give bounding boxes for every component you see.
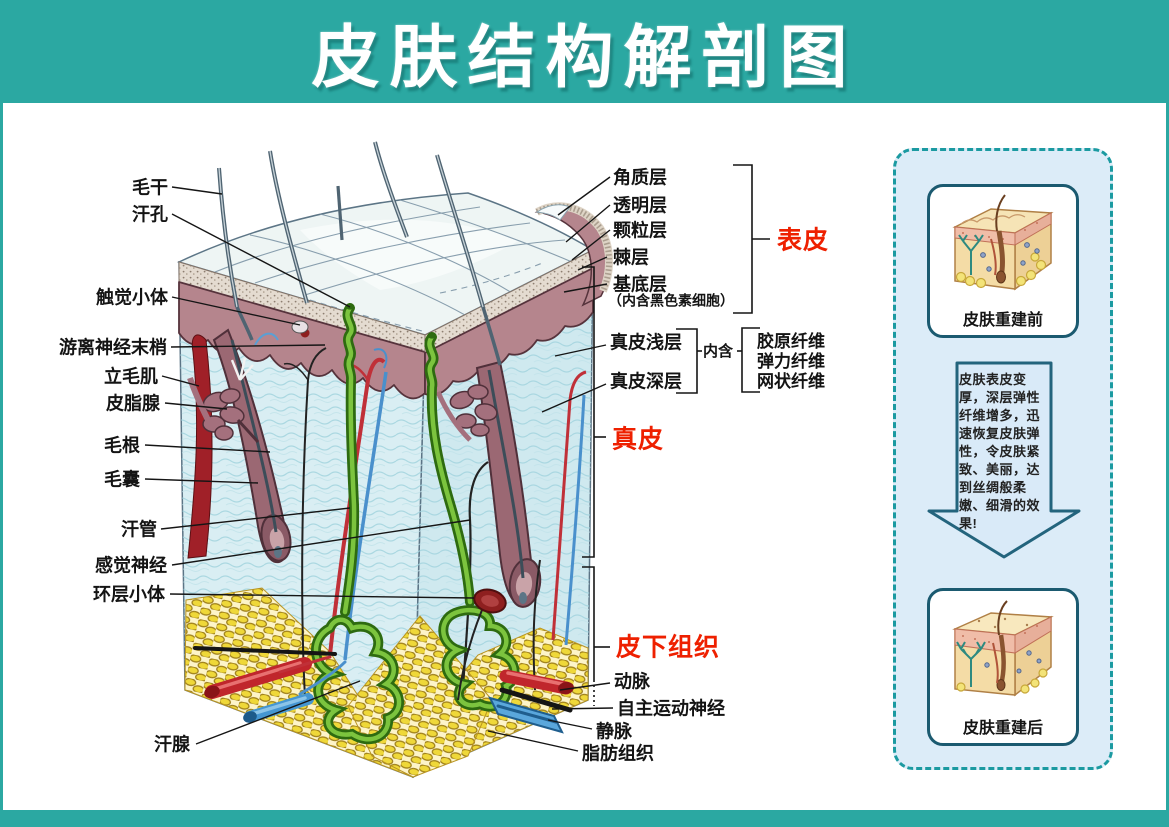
label-contains: 内含 (703, 343, 734, 361)
label-superficial-dermis: 真皮浅层 (610, 332, 682, 353)
label-melanocyte-note: （内含黑色素细胞） (608, 292, 734, 309)
label-tactile-corpuscle: 触觉小体 (96, 287, 168, 308)
leader-lines (144, 176, 614, 752)
label-collagen-fibers: 胶原纤维 (757, 332, 825, 351)
label-sebaceous-gland: 皮脂腺 (106, 393, 160, 414)
label-vein: 静脉 (596, 721, 632, 742)
label-free-nerve-endings: 游离神经末梢 (59, 337, 167, 358)
label-dermis: 真皮 (612, 425, 665, 454)
brackets (582, 164, 770, 706)
poster-title: 皮肤结构解剖图 (311, 20, 858, 96)
label-stratum-basale: 基底层 (613, 274, 667, 295)
hair-follicle-left (187, 328, 292, 564)
label-deep-dermis: 真皮深层 (610, 371, 682, 392)
skin-before-illustration (952, 194, 1054, 291)
skin-block (176, 141, 614, 779)
vessel-trunks-left (193, 646, 347, 723)
header-bar: 皮肤结构解剖图 (0, 0, 1169, 103)
label-lamellar-corpuscle: 环层小体 (93, 584, 165, 605)
after-card: 皮肤重建后 (927, 588, 1079, 746)
label-adipose-tissue: 脂肪组织 (582, 743, 654, 764)
label-hair-shaft: 毛干 (132, 177, 168, 198)
label-artery: 动脉 (614, 671, 650, 692)
label-reticular-fibers: 网状纤维 (757, 372, 825, 391)
epidermis-band (178, 249, 594, 400)
label-sweat-pore: 汗孔 (132, 204, 168, 225)
label-hair-follicle: 毛囊 (104, 469, 140, 490)
label-sweat-gland: 汗腺 (154, 734, 190, 755)
label-stratum-spinosum: 棘层 (613, 247, 649, 268)
label-stratum-granulosum: 颗粒层 (613, 220, 667, 241)
skin-after-illustration (952, 600, 1054, 697)
vessel-trunks-right (488, 669, 574, 734)
label-sweat-duct: 汗管 (121, 519, 157, 540)
label-sensory-nerve: 感觉神经 (95, 555, 167, 576)
lamellar-corpuscle (457, 588, 507, 701)
rebuild-comparison-panel: 皮肤重建前 皮肤表皮变厚，深层弹性纤维增多，迅速恢复皮肤弹性，令皮肤紧致、美丽，… (893, 148, 1113, 770)
label-arrector-pili: 立毛肌 (104, 366, 158, 387)
label-stratum-corneum: 角质层 (613, 167, 667, 188)
arrector-pili-muscle (187, 377, 215, 430)
sebaceous-gland-right (449, 384, 498, 437)
label-elastic-fibers: 弹力纤维 (757, 352, 825, 371)
label-stratum-lucidum: 透明层 (613, 195, 667, 216)
vessels-and-nerves (254, 320, 587, 701)
label-subcutaneous-tissue: 皮下组织 (616, 633, 721, 662)
after-caption: 皮肤重建后 (962, 720, 1043, 737)
hair-shafts (217, 141, 502, 366)
label-epidermis: 表皮 (777, 226, 830, 255)
down-arrow (921, 361, 1087, 561)
arrow-text: 皮肤表皮变厚，深层弹性纤维增多，迅速恢复皮肤弹性，令皮肤紧致、美丽，达到丝绸般柔… (959, 372, 1041, 531)
label-autonomic-motor-nerve: 自主运动神经 (617, 698, 725, 719)
surface-grid (214, 199, 573, 332)
before-card: 皮肤重建前 (927, 184, 1079, 338)
label-hair-root: 毛根 (104, 435, 140, 456)
hair-follicle-right (435, 360, 542, 608)
sweat-gland-system (311, 303, 520, 745)
epidermis-flap (534, 202, 614, 307)
before-caption: 皮肤重建前 (962, 312, 1043, 329)
